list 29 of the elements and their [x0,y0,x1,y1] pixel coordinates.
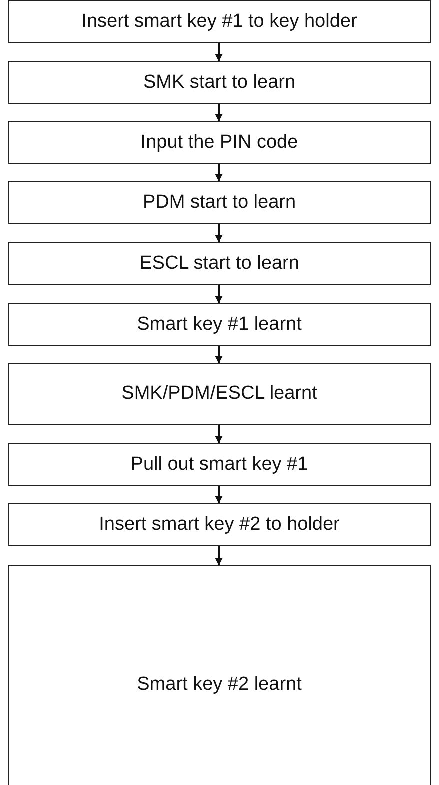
step-label: Smart key #1 learnt [137,312,302,336]
arrow [215,425,223,444]
step-label: PDM start to learn [142,190,296,214]
arrow [215,43,223,62]
process-box [8,121,431,164]
arrow [215,486,223,504]
step-label: ESCL start to learn [140,252,300,276]
step-label: Smart key #2 learnt [137,673,302,697]
step-label: SMK start to learn [143,70,296,94]
step-label: Insert smart key #2 to holder [99,512,340,536]
step-label: Input the PIN code [140,130,298,154]
step-label: Pull out smart key #1 [130,452,308,476]
process-box [8,242,431,285]
process-box [8,503,431,546]
step-label: Insert smart key #1 to key holder [82,10,358,34]
process-box [8,565,431,785]
step-label: SMK/PDM/ESCL learnt [122,382,318,406]
arrow [215,546,223,566]
process-box [8,0,431,43]
arrow [215,285,223,304]
arrow [215,346,223,364]
arrow [215,224,223,243]
process-box [8,443,431,486]
arrow [215,164,223,182]
process-box [8,61,431,104]
process-box [8,181,431,224]
process-box [8,303,431,346]
process-box [8,363,431,425]
arrow [215,104,223,122]
